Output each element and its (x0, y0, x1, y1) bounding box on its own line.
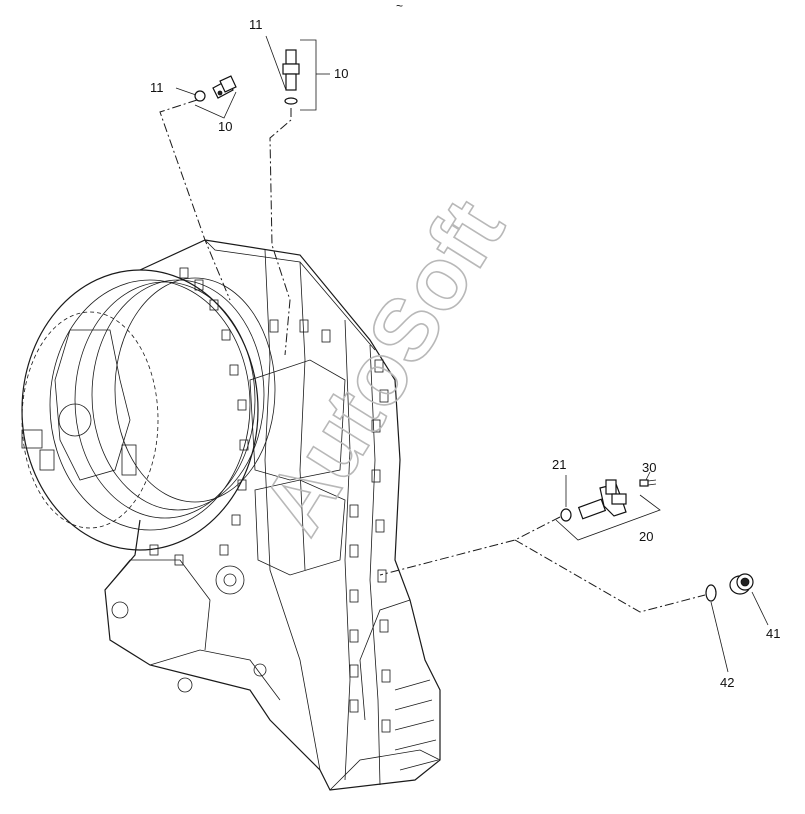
sensor-part-10-left (194, 75, 237, 102)
top-mark: ~ (396, 0, 403, 13)
screw-part-30 (639, 479, 657, 487)
callout-30: 30 (642, 460, 656, 475)
callout-labels: 11 10 11 10 21 30 20 41 42 (150, 17, 780, 690)
plug-part-41 (729, 573, 754, 595)
sensor-part-20 (560, 479, 657, 522)
callout-10-left: 10 (218, 119, 232, 134)
callout-21: 21 (552, 457, 566, 472)
callout-11-top: 11 (249, 17, 263, 32)
callout-42: 42 (720, 675, 734, 690)
converter-housing (21, 267, 276, 566)
callout-20: 20 (639, 529, 653, 544)
sensor-part-10-top (282, 49, 300, 105)
callout-11-left: 11 (150, 80, 164, 95)
callout-10-top: 10 (334, 66, 348, 81)
transmission-housing (104, 239, 441, 791)
callout-41: 41 (766, 626, 780, 641)
assembly-lines (159, 99, 706, 613)
oring-part-42 (705, 584, 717, 602)
leader-lines (175, 35, 769, 673)
watermark: AutoSoft (242, 183, 523, 550)
